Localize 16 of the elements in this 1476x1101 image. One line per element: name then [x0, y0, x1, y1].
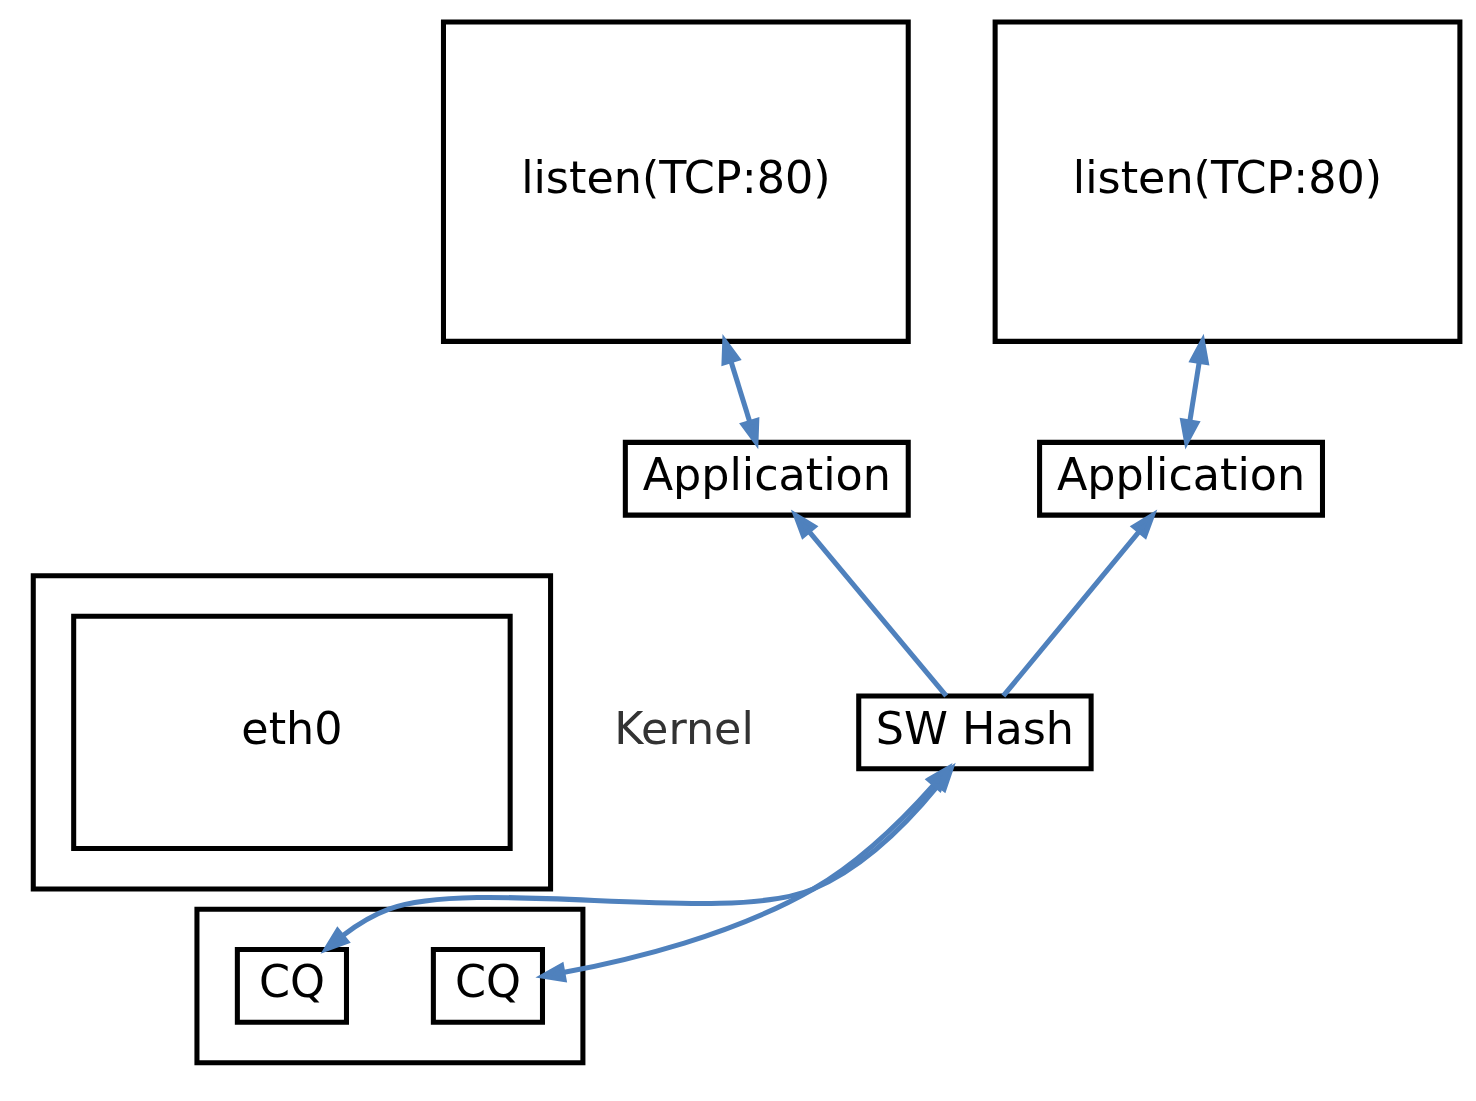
- node-box: SW Hash: [855, 693, 1094, 772]
- arrow: [1000, 509, 1157, 698]
- cluster: [30, 573, 553, 892]
- node-box: CQ: [234, 947, 349, 1025]
- arrow: [1179, 333, 1209, 450]
- cluster: [193, 906, 585, 1066]
- arrow: [790, 509, 948, 698]
- node-box: listen(TCP:80): [992, 19, 1462, 344]
- node-box: Application: [622, 439, 911, 518]
- node-box: Application: [1036, 439, 1325, 518]
- arrow: [720, 334, 759, 450]
- node-box: listen(TCP:80): [440, 19, 911, 344]
- arrow: [534, 763, 953, 983]
- node-box: eth0: [70, 613, 513, 852]
- node-box: CQ: [430, 947, 545, 1025]
- label: Kernel: [613, 702, 754, 754]
